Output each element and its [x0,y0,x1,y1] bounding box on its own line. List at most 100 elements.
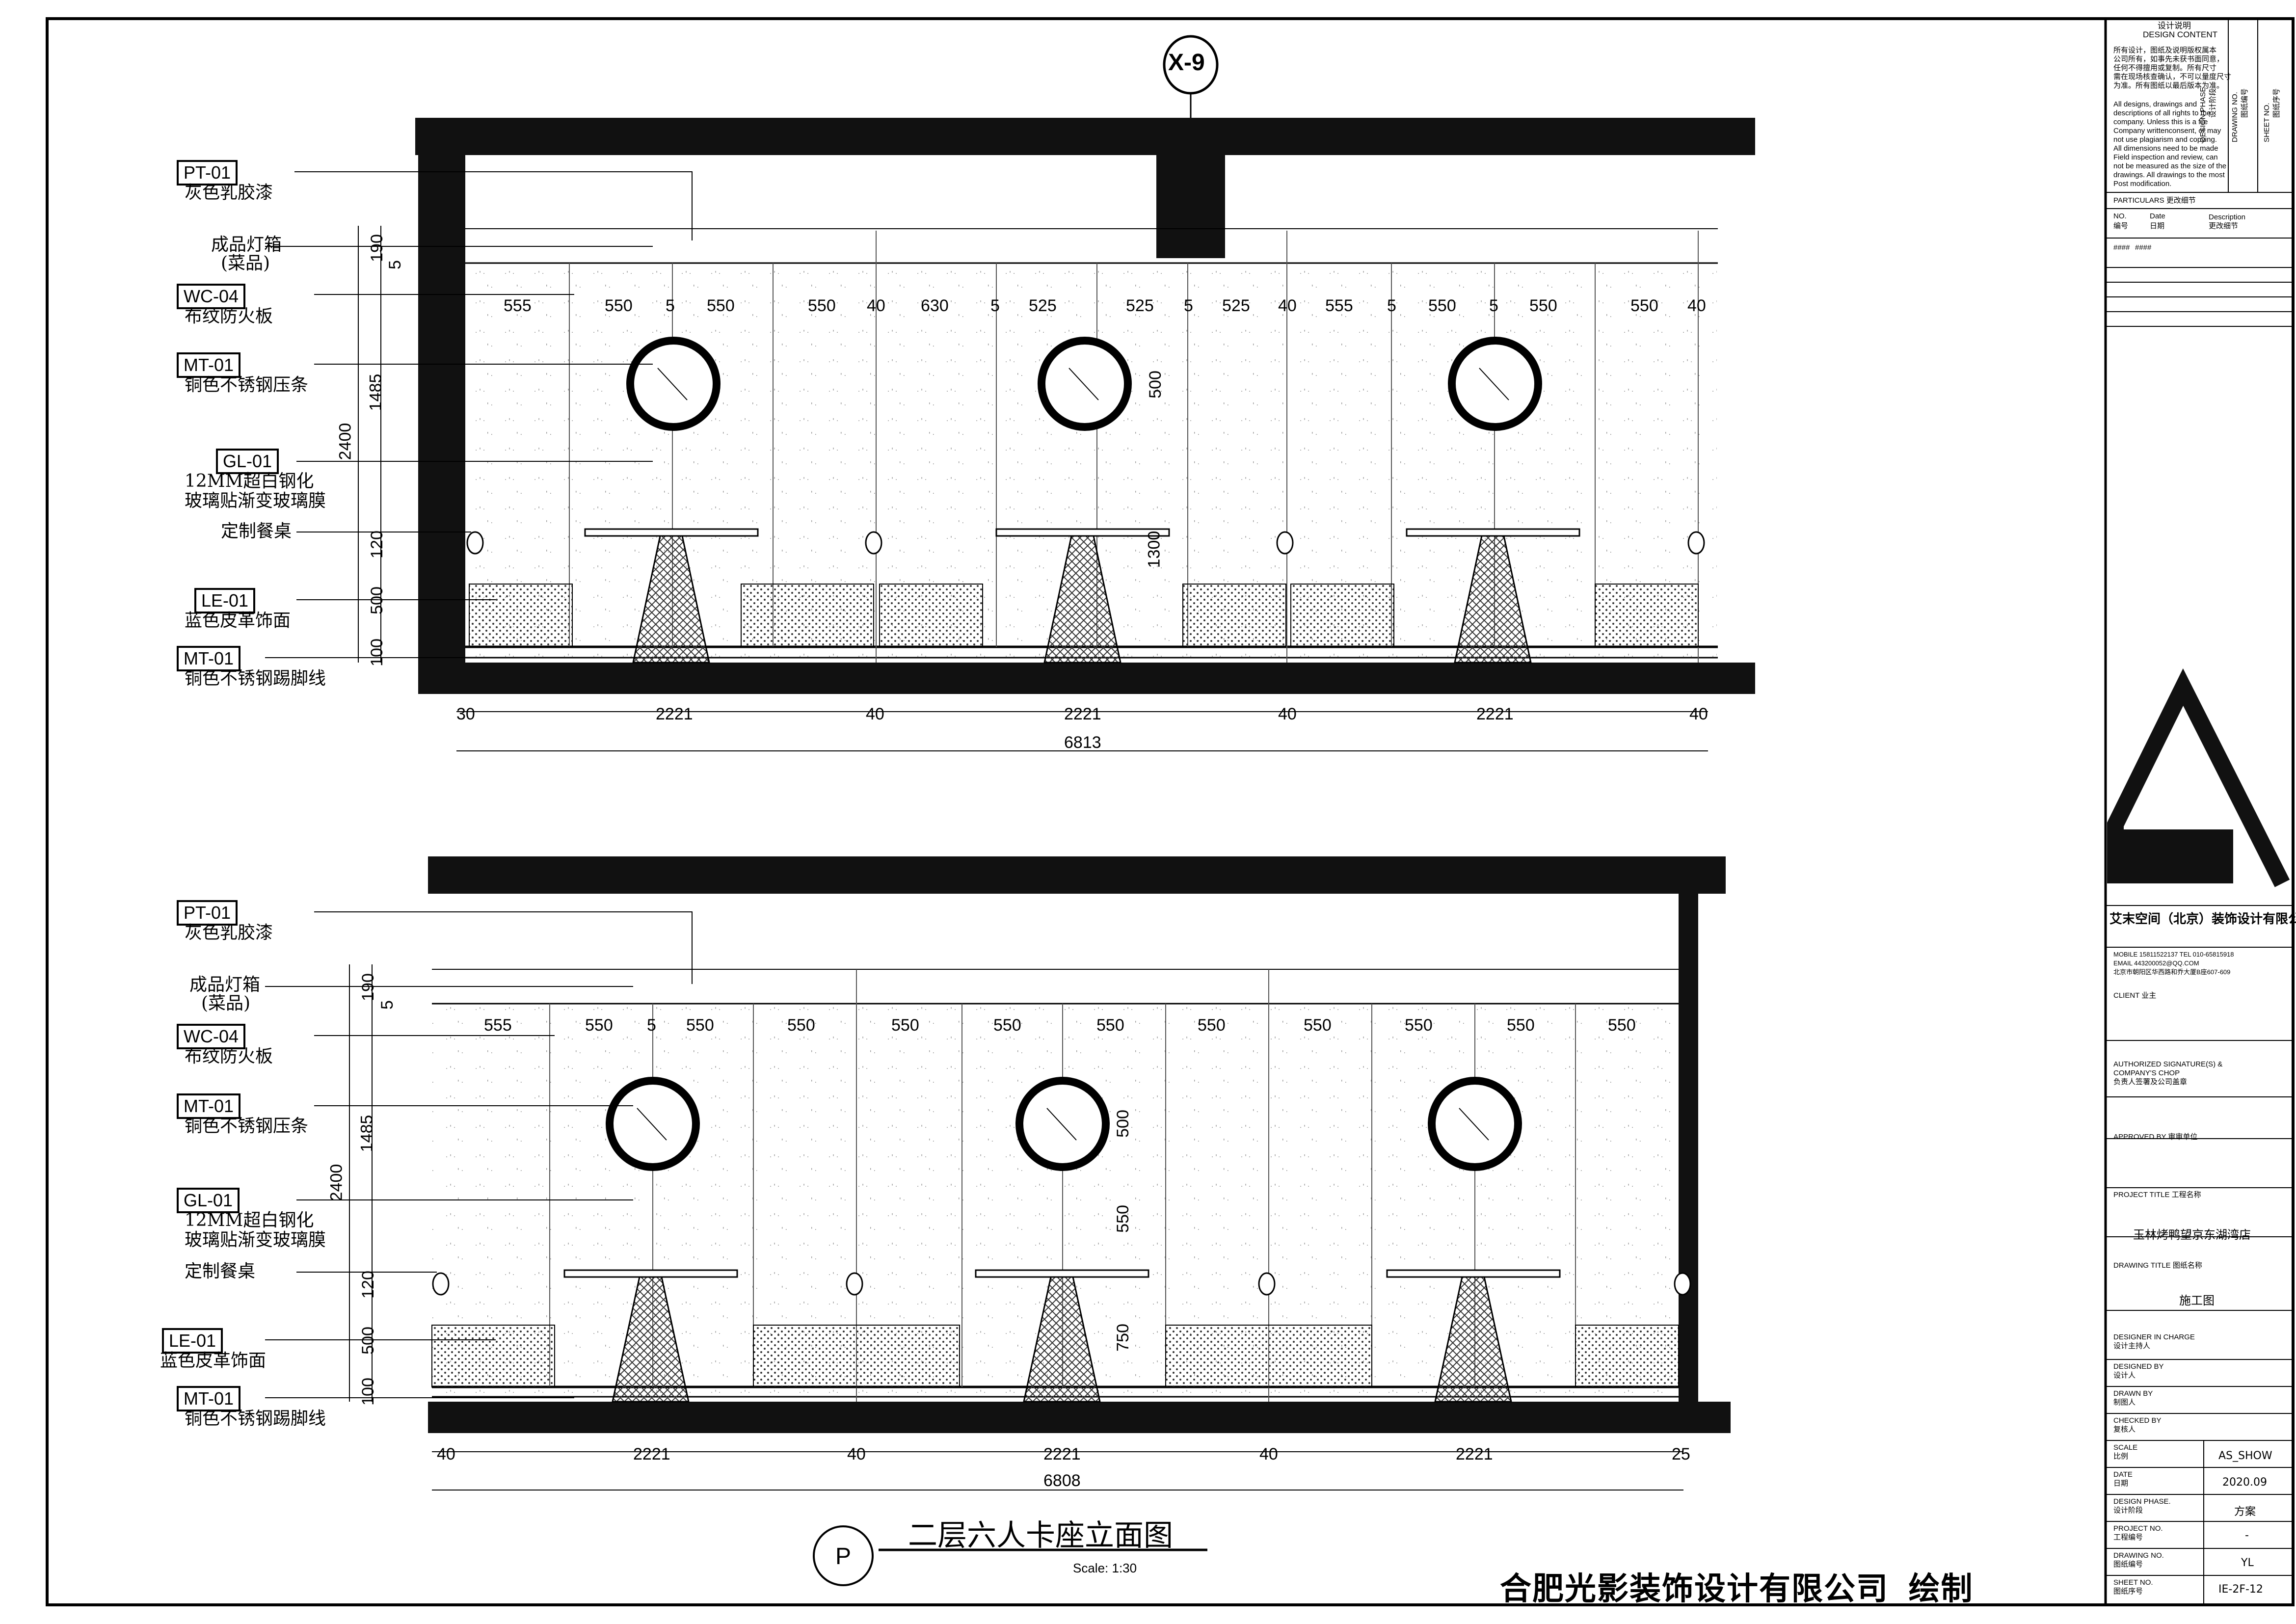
dim-top-panel: 525 [1126,296,1154,315]
tb-row-en: DRAWING NO. [2113,1551,2164,1560]
tb-authorized: AUTHORIZED SIGNATURE(S) & [2113,1060,2223,1068]
tag-le01-bottom: LE-01 [162,1328,223,1354]
desc-wc04-top: 布纹防火板 [185,306,273,326]
tb-contact: EMAIL 443200052@QQ.COM [2113,959,2199,967]
tb-side-label: DESIGN PHASE [2199,87,2207,142]
tb-side-label: 图纸编号 [2241,88,2249,118]
maker-credit: 合肥光影装饰设计有限公司 绘制 [1500,1571,1974,1607]
tb-note-cn: 公司所有，如事先未获书面同意， [2113,55,2224,63]
dim-bottom-panel: 550 [787,1016,815,1035]
dim-top-panel: 555 [504,296,532,315]
tb-drawing-title: 施工图 [2179,1294,2215,1307]
dim-top-panel: 555 [1325,296,1353,315]
dim-bottom-panel: 550 [993,1016,1021,1035]
tb-row-cn: 复核人 [2113,1425,2136,1434]
dim-bottom-bottom: 2221 [1456,1445,1493,1464]
dim-bottom-vertical: 5 [377,1000,397,1010]
dim-bottom-panel: 550 [891,1016,919,1035]
tb-row-en: SCALE [2113,1443,2138,1452]
tb-design-content-en: DESIGN CONTENT [2143,30,2218,39]
dim-top-bottom: 30 [456,705,475,723]
dim-top-panel: 5 [990,296,1000,315]
tb-row-cn: 工程编号 [2113,1533,2143,1542]
dim-top-panel: 550 [808,296,836,315]
dim-top-bottom: 2221 [656,705,693,723]
dim-top-panel: 40 [1687,296,1706,315]
tb-authorized: COMPANY'S CHOP [2113,1069,2180,1077]
dim-bottom-vertical: 1485 [357,1115,376,1152]
tag-pt01-bottom: PT-01 [177,900,238,926]
desc-pt01-bottom: 灰色乳胶漆 [185,923,273,943]
dim-bottom-bottom: 40 [847,1445,866,1464]
tb-rev-row: #### [2135,243,2152,252]
dim-bottom-panel: 550 [686,1016,714,1035]
dim-top-panel: 5 [1489,296,1498,315]
tb-row-val: 2020.09 [2222,1476,2267,1489]
tb-note-cn: 为准。所有图纸以最后版本为准。 [2113,81,2224,90]
dim-bottom-inner: 500 [1113,1110,1132,1138]
tag-mt01b-top: MT-01 [177,646,241,671]
dim-bottom-vertical: 2400 [327,1164,346,1201]
tb-note-en: company. Unless this is a file [2113,118,2208,126]
dim-bottom-bottom: 25 [1672,1445,1690,1464]
dim-top-vertical: 500 [367,586,386,614]
tb-note-en: All designs, drawings and [2113,100,2197,108]
dim-top-panel: 550 [605,296,633,315]
tb-drawing-title-lbl: DRAWING TITLE 图纸名称 [2113,1261,2202,1270]
tb-side-label: SHEET NO. [2263,103,2271,142]
tb-note-en: not use plagiarism and copying. [2113,135,2217,144]
tag-gl01-bottom: GL-01 [177,1188,240,1213]
tb-row-val: AS_SHOW [2218,1450,2272,1462]
label-lightbox-top: 成品灯箱 [211,235,282,255]
desc-gl01-bottom: 12MM超白钢化 [185,1210,314,1230]
dim-top-panel: 550 [707,296,735,315]
elevation-top [358,86,1755,751]
dim-top-bottom: 2221 [1476,705,1514,723]
tag-gl01-top: GL-01 [216,449,279,474]
desc-mt01b-top: 铜色不锈钢踢脚线 [185,668,326,689]
dim-top-panel: 630 [921,296,949,315]
dim-top-vertical: 5 [385,260,404,269]
desc-pt01-top: 灰色乳胶漆 [185,183,273,203]
tb-rev-head: Date [2150,212,2165,220]
company-logo-icon [2107,668,2290,887]
tb-row-val: YL [2241,1557,2254,1569]
dim-top-bottom: 40 [1689,705,1708,723]
drawing-scale: Scale: 1:30 [1073,1561,1137,1575]
desc-mt01-bottom: 铜色不锈钢压条 [185,1116,309,1136]
desc-le01-bottom: 蓝色皮革饰面 [160,1351,267,1371]
tb-note-en: not be measured as the size of the [2113,162,2227,170]
dim-bottom-bottom: 40 [1259,1445,1278,1464]
dim-bottom-vertical: 500 [358,1327,377,1355]
tb-note-en: descriptions of all rights to the [2113,109,2211,117]
tb-authorized: 负责人签署及公司盖章 [2113,1078,2188,1086]
tb-row-cn: 设计主持人 [2113,1342,2151,1350]
dim-bottom-panel: 550 [1096,1016,1124,1035]
dim-bottom-panel: 5 [647,1016,656,1035]
tb-row-en: CHECKED BY [2113,1416,2162,1425]
tag-wc04-bottom: WC-04 [177,1024,246,1049]
tb-rev-head: 更改细节 [2209,222,2239,230]
tb-row-cn: 设计人 [2113,1371,2136,1380]
tb-side-label: 图纸序号 [2272,88,2281,118]
tb-side-label: DRAWING NO. [2231,92,2239,142]
label-table-bottom: 定制餐桌 [185,1261,256,1281]
tag-mt01-bottom: MT-01 [177,1093,241,1119]
dim-top-vertical: 2400 [336,423,355,460]
tb-row-en: SHEET NO. [2113,1578,2153,1587]
tb-row-cn: 图纸序号 [2113,1587,2143,1596]
dim-bottom-panel: 550 [1198,1016,1226,1035]
tb-row-en: PROJECT NO. [2113,1524,2163,1533]
tb-particulars: PARTICULARS 更改细节 [2113,196,2196,205]
dim-top-vertical: 190 [367,234,386,262]
tb-rev-head: Description [2209,213,2246,221]
dim-bottom-bottom: 2221 [1043,1445,1081,1464]
leader-lines [265,171,693,1398]
dim-bottom-panel: 550 [1507,1016,1535,1035]
label-table-top: 定制餐桌 [221,521,292,541]
dim-top-panel: 550 [1428,296,1456,315]
elevation-bottom [349,856,1731,1491]
tb-row-val: 方案 [2234,1506,2256,1518]
tb-row-cn: 图纸编号 [2113,1560,2143,1569]
